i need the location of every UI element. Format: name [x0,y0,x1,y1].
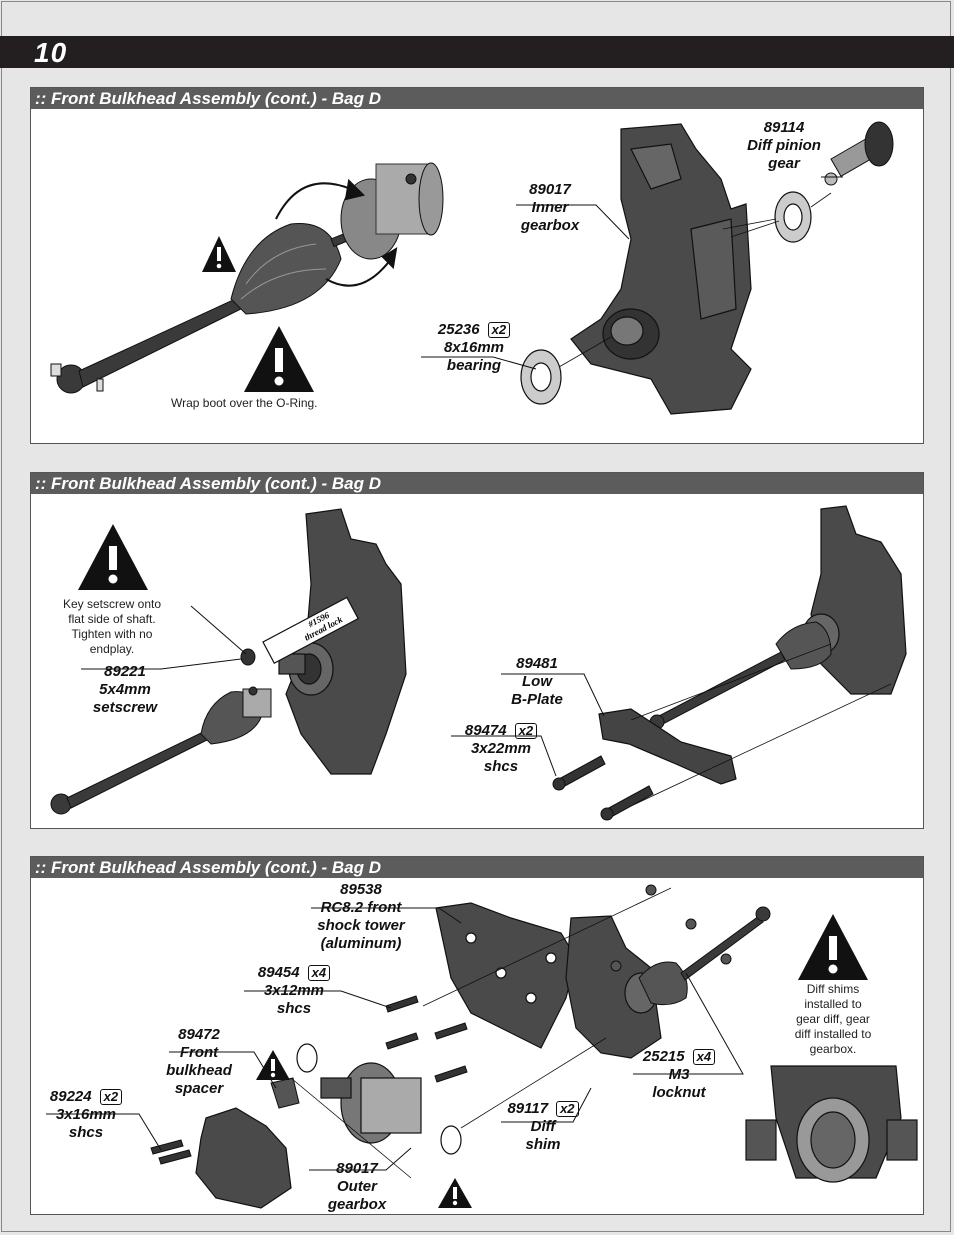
part-label-89017-outer: 89017 Outer gearbox [327,1160,387,1213]
leader-lines [81,605,605,777]
assembly-lines [630,643,892,807]
part-label-89538: 89538 RC8.2 front shock tower (aluminum) [317,881,405,952]
panel-title: :: Front Bulkhead Assembly (cont.) - Bag… [31,88,923,109]
diff-pinion-gear [824,121,894,186]
note-diff-shims: Diff shims installed to gear diff, gear … [794,982,872,1056]
assembly-lines [558,192,832,368]
page-header-bar [0,36,954,68]
panel-step-3: :: Front Bulkhead Assembly (cont.) - Bag… [30,856,924,1215]
assembly-illustration [50,505,907,821]
page-number: 10 [34,37,68,68]
part-label-89114: 89114 Diff pinion gear [747,119,821,172]
cvd-driveshaft-right [649,621,832,730]
panel-title: :: Front Bulkhead Assembly (cont.) - Bag… [31,473,923,494]
gear-diff [320,1062,422,1144]
panel-body: Key setscrew onto flat side of shaft. Ti… [31,494,923,828]
leader-lines [421,176,843,370]
cvd-driveshaft-left [50,686,272,815]
note-wrap-boot: Wrap boot over the O-Ring. [171,396,318,410]
outer-gearbox [195,1107,292,1209]
bearing-bottom [520,349,562,405]
panel-title: :: Front Bulkhead Assembly (cont.) - Bag… [31,857,923,878]
note-key-setscrew: Key setscrew onto flat side of shaft. Ti… [62,597,162,656]
assembly-illustration [50,121,894,415]
o-ring [296,1043,318,1073]
part-label-89481: 89481 Low B-Plate [511,655,563,708]
part-label-89017-inner: 89017 Inner gearbox [520,181,580,234]
screws-89224 [150,1139,192,1165]
assembly-illustration [46,884,918,1209]
screws [552,755,654,821]
gearbox-right [802,505,907,695]
inner-gearbox [570,123,752,415]
assembled-bulkhead-view [745,1065,918,1183]
screws-89454 [385,995,468,1083]
warning-icon [438,1178,472,1208]
panel-step-2: :: Front Bulkhead Assembly (cont.) - Bag… [30,472,924,829]
rotation-arrows [275,178,398,287]
shock-tower [435,902,577,1049]
cvd-driveshaft [638,906,771,1006]
warning-icon [244,326,314,392]
assembly-lines [290,887,672,1179]
diff-shim [440,1125,462,1155]
panel-step-1: :: Front Bulkhead Assembly (cont.) - Bag… [30,87,924,444]
bulkhead-spacer [270,1077,300,1109]
panel-body: Wrap boot over the O-Ring. 89114 Diff pi… [31,109,923,443]
locknuts [610,884,732,972]
warning-icon [202,236,236,272]
bearing-top [774,191,812,243]
b-plate [598,708,737,785]
part-label-89221: 89221 5x4mm setscrew [92,663,158,716]
thread-lock-tube [262,596,359,665]
gearbox-left [278,508,407,775]
cvd-driveshaft [50,162,444,394]
warning-icon [798,914,868,980]
warning-icon [256,1050,290,1080]
warning-icon [78,524,148,590]
part-label-89472: 89472 Front bulkhead spacer [166,1026,232,1097]
panel-body: Diff shims installed to gear diff, gear … [31,878,923,1214]
